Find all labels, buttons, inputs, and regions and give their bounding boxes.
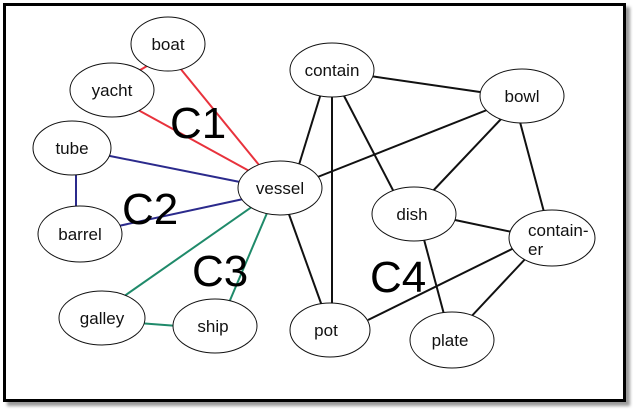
edge-contain-bowl [369,75,481,93]
edge-boat-vessel [174,61,269,177]
edge-container-pot [367,247,515,321]
node-label-dish: dish [396,205,427,224]
edge-tube-vessel [104,154,251,185]
node-yacht: yacht [69,62,155,118]
node-label-container-line1: contain- [528,221,588,240]
node-label-pot: pot [314,321,338,340]
node-label-ship: ship [197,317,228,336]
node-tube: tube [32,120,112,176]
edge-dish-plate [421,231,446,319]
node-label-galley: galley [80,309,125,328]
edge-container-plate [467,255,529,321]
node-boat: boat [130,16,206,72]
node-ship: ship [172,298,258,354]
cluster-c2-edges [75,154,251,231]
node-label-contain: contain [305,61,360,80]
node-label-yacht: yacht [92,81,133,100]
edge-vessel-pot [285,205,323,307]
node-label-bowl: bowl [505,87,540,106]
node-label-container-line2: er [528,240,543,259]
node-label-vessel: vessel [256,179,304,198]
edge-yacht-vessel [119,99,263,179]
edge-contain-dish [341,91,397,197]
edge-dish-container [454,219,513,233]
node-barrel: barrel [37,205,123,263]
node-label-tube: tube [55,139,88,158]
node-bowl: bowl [479,68,565,124]
node-dish: dish [371,186,457,242]
edge-bowl-dish [429,117,503,195]
cluster-label-c1: C1 [170,99,226,148]
node-label-barrel: barrel [58,225,101,244]
cluster-label-c2: C2 [122,185,178,234]
cluster-label-c4: C4 [370,253,426,302]
cluster-c4-edges [285,75,545,321]
node-label-plate: plate [432,331,469,350]
edge-barrel-vessel [99,197,249,231]
node-plate: plate [409,311,495,369]
edge-vessel-bowl [309,107,493,181]
edge-bowl-container [519,121,545,213]
node-galley: galley [58,290,146,346]
cluster-label-c3: C3 [192,247,248,296]
edge-vessel-contain [297,89,323,169]
node-container: contain- er [508,209,596,267]
node-contain: contain [289,42,375,98]
node-label-boat: boat [151,35,184,54]
node-vessel: vessel [237,160,323,216]
edge-ship-vessel [227,205,271,306]
edge-galley-vessel [109,203,257,307]
node-pot: pot [289,302,371,358]
